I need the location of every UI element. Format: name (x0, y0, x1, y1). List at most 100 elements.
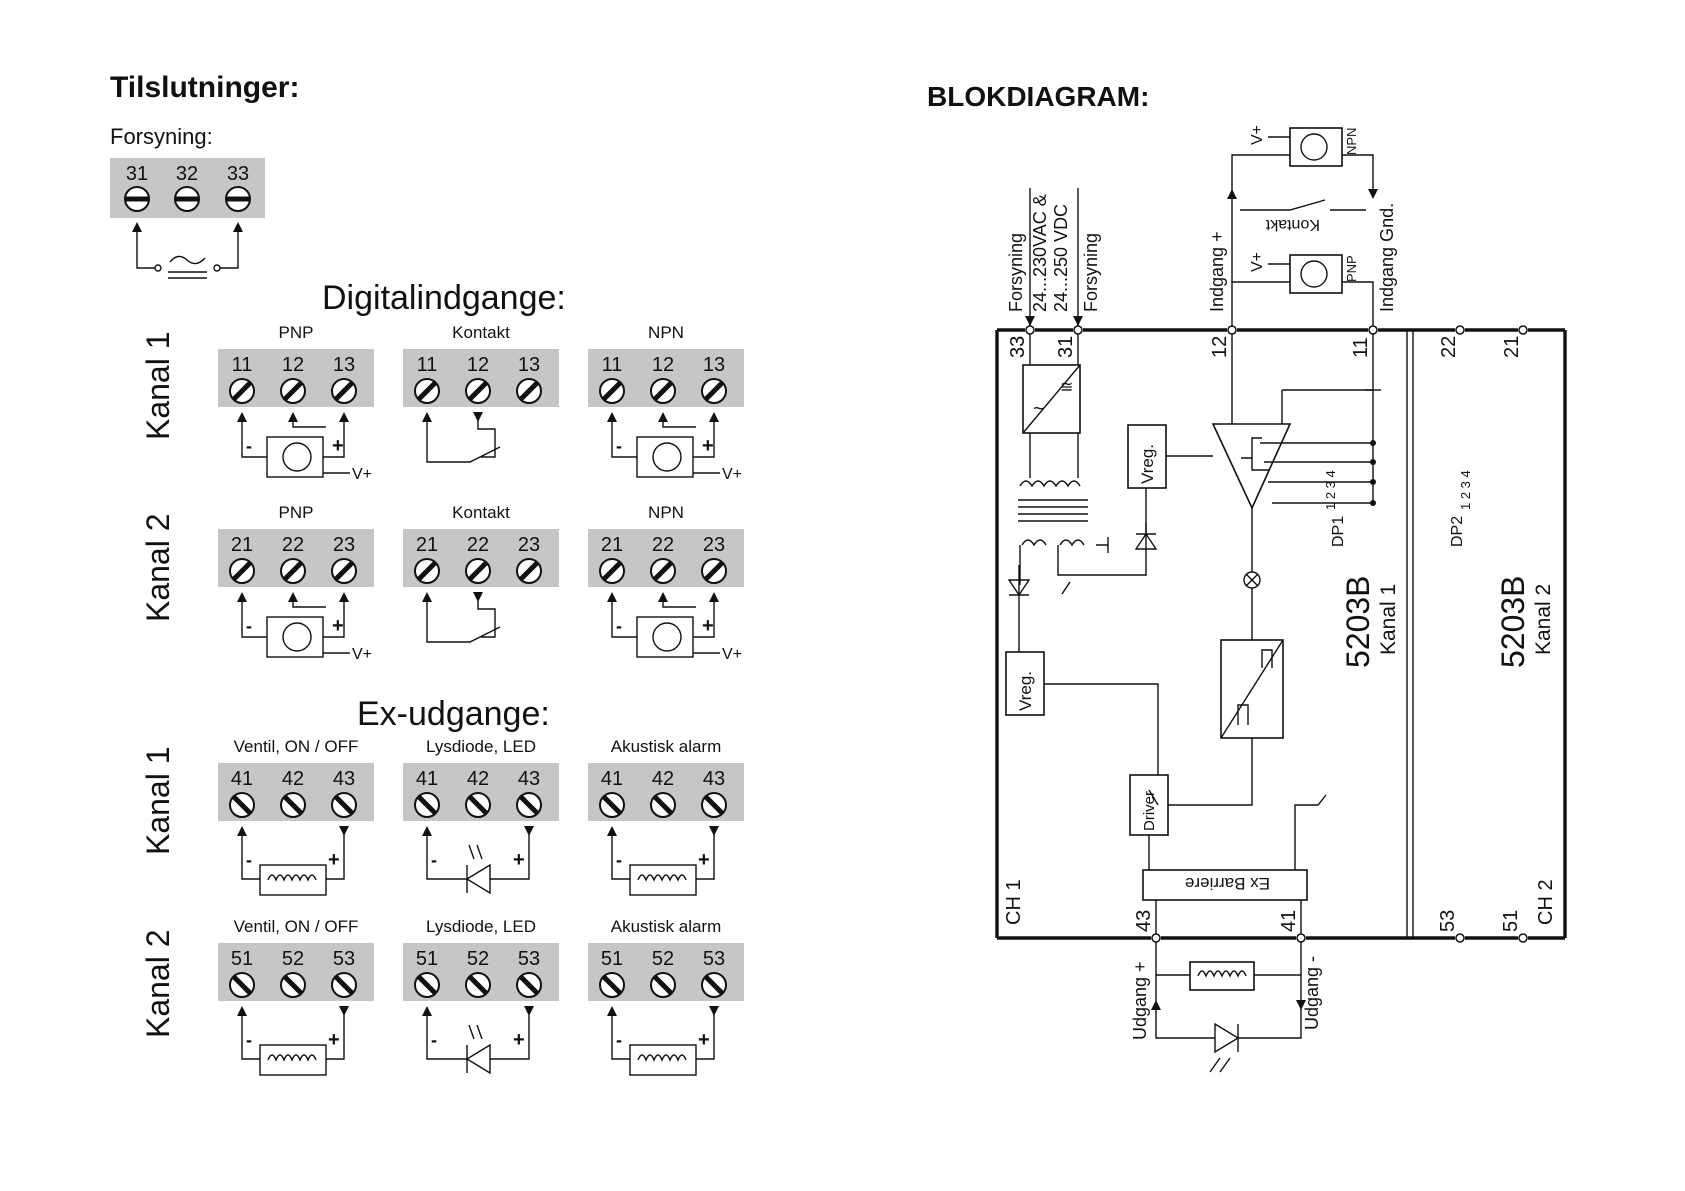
output-type-label: Akustisk alarm (611, 737, 722, 756)
screw-icon (516, 792, 542, 818)
screw-icon (331, 558, 357, 584)
terminal-number: 51 (416, 948, 438, 970)
vplus-npn: V+ (1249, 125, 1266, 145)
supply-dc-label: 24...250 VDC (1051, 204, 1071, 312)
plus-sign: + (698, 849, 710, 871)
terminal-number: 43 (333, 768, 355, 790)
minus-sign: - (246, 436, 252, 456)
udgang-minus-label: Udgang - (1302, 956, 1322, 1030)
screw-icon (280, 378, 306, 404)
screw-icon (516, 972, 542, 998)
plus-sign: + (513, 849, 525, 871)
screw-icon (701, 378, 727, 404)
svg-text:22: 22 (1438, 336, 1460, 358)
pnp-label: PNP (1344, 255, 1359, 282)
plus-sign: + (328, 1029, 340, 1051)
sensor-wiring: -+V+ (237, 592, 372, 663)
supply-ac-label: 24...230VAC & (1030, 194, 1050, 312)
screw-icon (280, 972, 306, 998)
terminal-number: 12 (467, 354, 489, 376)
terminal-number: 43 (703, 768, 725, 790)
minus-sign: - (616, 850, 622, 870)
terminal-number: 22 (467, 534, 489, 556)
internal-circuit: ~ ≅ Vreg. Vreg. (1005, 334, 1473, 934)
screw-icon (650, 378, 676, 404)
svg-text:41: 41 (1278, 910, 1300, 932)
bottom-terminal-numbers: 43 41 53 51 (1133, 910, 1522, 932)
svg-text:43: 43 (1133, 910, 1155, 932)
screw-icon (331, 972, 357, 998)
dip-switches-ch2: 1 2 3 4 (1458, 470, 1473, 510)
output-type-label: Lysdiode, LED (426, 917, 536, 936)
svg-text:21: 21 (1501, 336, 1523, 358)
top-terminal-numbers: 33 31 12 11 22 21 (1007, 336, 1523, 358)
vplus-label: V+ (722, 646, 742, 663)
terminal-number: 43 (518, 768, 540, 790)
terminal-number: 21 (416, 534, 438, 556)
screw-icon (331, 378, 357, 404)
svg-text:53: 53 (1437, 910, 1459, 932)
terminal-number: 41 (231, 768, 253, 790)
coil-wiring: -+ (237, 1006, 349, 1076)
digital-type-label: Kontakt (452, 503, 510, 522)
screw-icon (516, 378, 542, 404)
model-label-ch2: 5203B (1495, 575, 1531, 668)
vplus-label: V+ (352, 466, 372, 483)
supply-label: Forsyning: (110, 124, 213, 149)
terminal-number: 53 (518, 948, 540, 970)
minus-sign: - (246, 850, 252, 870)
coil-wiring: -+ (237, 826, 349, 896)
svg-text:≅: ≅ (1060, 379, 1073, 396)
terminal-number: 13 (333, 354, 355, 376)
screw-icon (701, 558, 727, 584)
plus-sign: + (698, 1029, 710, 1051)
dip-switches-ch1: 1 2 3 4 (1323, 470, 1338, 510)
screw-icon (331, 792, 357, 818)
screw-icon (414, 972, 440, 998)
svg-text:~: ~ (1033, 398, 1045, 420)
screw-icon (229, 558, 255, 584)
plus-sign: + (332, 615, 344, 637)
channel2-digital-label: Kanal 2 (140, 513, 176, 622)
screw-icon (650, 972, 676, 998)
block-diagram-title: BLOKDIAGRAM: (927, 81, 1149, 112)
led-wiring: -+ (422, 1006, 534, 1075)
output-type-label: Ventil, ON / OFF (234, 737, 359, 756)
supply-screw-icons (124, 186, 251, 212)
forsyning-label-31: Forsyning (1081, 233, 1101, 312)
supply-leads: Forsyning 24...230VAC & 24...250 VDC For… (1006, 188, 1101, 326)
screw-icon (414, 792, 440, 818)
vreg-label-upper: Vreg. (1138, 444, 1157, 484)
screw-icon (229, 972, 255, 998)
terminal-number: 52 (467, 948, 489, 970)
channel1-digital-label: Kanal 1 (140, 331, 176, 440)
digital-type-label: PNP (279, 503, 314, 522)
screw-icon (465, 792, 491, 818)
terminal-number: 52 (282, 948, 304, 970)
screw-icon (229, 378, 255, 404)
digital-type-label: NPN (648, 323, 684, 342)
npn-label: NPN (1344, 128, 1359, 155)
contact-wiring (422, 592, 501, 643)
digital-type-label: NPN (648, 503, 684, 522)
terminal-number: 11 (232, 354, 253, 376)
supply-terminal-31: 31 (126, 163, 148, 185)
vplus-label: V+ (722, 466, 742, 483)
screw-icon (465, 558, 491, 584)
terminal-number: 22 (652, 534, 674, 556)
minus-sign: - (431, 850, 437, 870)
terminal-number: 52 (652, 948, 674, 970)
screw-icon (599, 792, 625, 818)
kanal1-label: Kanal 1 (1377, 584, 1400, 655)
led-wiring: -+ (422, 826, 534, 895)
terminal-number: 23 (703, 534, 725, 556)
screw-icon (599, 972, 625, 998)
terminal-number: 42 (467, 768, 489, 790)
